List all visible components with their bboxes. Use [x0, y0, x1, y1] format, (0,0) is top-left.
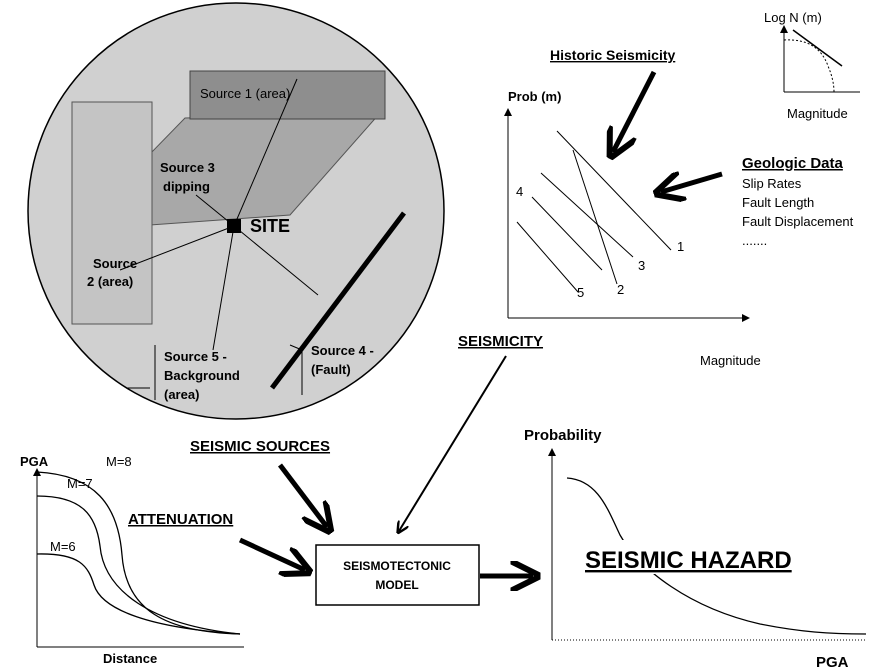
site-label: SITE — [250, 216, 290, 236]
model-box — [315, 544, 480, 606]
source4-label-line1: Source 4 - — [311, 343, 374, 358]
prob-line-1 — [556, 130, 672, 251]
source3-label-line2: dipping — [163, 179, 210, 194]
historic-seismicity-label: Historic Seismicity — [550, 47, 675, 63]
site-map: Source 1 (area) Source 3 dipping SITE So… — [27, 2, 445, 420]
recurrence-dashed-curve — [783, 39, 835, 93]
attenuation-label-m7: M=7 — [67, 476, 93, 491]
geologic-item-ellipsis: ....... — [742, 233, 767, 248]
prob-line-label-1: 1 — [677, 239, 684, 254]
arrow-historic-to-plot — [613, 70, 657, 152]
recurrence-inset: Log N (m) Magnitude — [764, 10, 860, 121]
source1-area — [189, 70, 386, 120]
hazard-curve — [566, 477, 867, 635]
prob-x-label: Magnitude — [700, 353, 761, 368]
source4-fault-line — [270, 211, 406, 390]
geologic-item-fault-displacement: Fault Displacement — [742, 214, 854, 229]
source4-bracket — [289, 344, 303, 395]
arrow-seismic-sources-to-model — [278, 463, 327, 527]
attenuation-label-m6: M=6 — [50, 539, 76, 554]
geologic-item-fault-length: Fault Length — [742, 195, 814, 210]
site-marker — [227, 219, 241, 233]
attenuation-y-label: PGA — [20, 454, 49, 469]
hazard-y-label: Probability — [524, 427, 602, 444]
source5-label-line2: Background — [164, 368, 240, 383]
source2-area — [71, 101, 153, 325]
prob-line-2 — [572, 149, 618, 285]
source1-label: Source 1 (area) — [200, 86, 290, 101]
prob-magnitude-plot: Historic Seismicity Prob (m) Magnitude 1… — [504, 47, 761, 368]
prob-line-3 — [540, 172, 634, 258]
prob-line-label-3: 3 — [638, 258, 645, 273]
attenuation-title: ATTENUATION — [128, 511, 233, 528]
source2-label-line1: Source — [93, 256, 137, 271]
seismic-sources-label: SEISMIC SOURCES — [190, 438, 330, 455]
model-label-line1: SEISMOTECTONIC — [343, 559, 451, 573]
ray-to-source2 — [119, 225, 235, 271]
geologic-data-title: Geologic Data — [742, 155, 844, 172]
arrow-seismicity-to-model — [399, 355, 507, 531]
source4-label-line2: (Fault) — [311, 362, 351, 377]
prob-line-5 — [516, 221, 579, 293]
arrow-geologic-to-plot — [661, 174, 723, 192]
source2-label-line2: 2 (area) — [87, 274, 133, 289]
source5-label-line3: (area) — [164, 387, 199, 402]
ray-to-source5 — [212, 225, 235, 351]
attenuation-plot: PGA Distance ATTENUATION M=8 M=7 M=6 — [20, 454, 244, 666]
geologic-item-slip-rates: Slip Rates — [742, 176, 802, 191]
seismotectonic-model: SEISMOTECTONIC MODEL — [315, 544, 480, 606]
hazard-plot: Probability PGA SEISMIC HAZARD — [524, 427, 867, 671]
prob-line-4 — [531, 196, 603, 271]
source3-label-line1: Source 3 — [160, 160, 215, 175]
attenuation-x-label: Distance — [103, 651, 157, 666]
prob-y-label: Prob (m) — [508, 89, 561, 104]
model-label-line2: MODEL — [375, 578, 418, 592]
flow-arrows — [238, 70, 723, 576]
hazard-x-label: PGA — [816, 654, 849, 671]
prob-line-label-4: 4 — [516, 184, 523, 199]
prob-line-label-2: 2 — [617, 282, 624, 297]
attenuation-label-m8: M=8 — [106, 454, 132, 469]
attenuation-curve-m7 — [36, 495, 241, 635]
hazard-title-bg — [584, 540, 808, 574]
recurrence-x-label: Magnitude — [787, 106, 848, 121]
prob-line-label-5: 5 — [577, 285, 584, 300]
hazard-title: SEISMIC HAZARD — [585, 547, 792, 574]
seismicity-label: SEISMICITY — [458, 333, 543, 350]
attenuation-curve-m8 — [36, 471, 241, 635]
arrow-attenuation-to-model — [238, 537, 305, 570]
ray-to-source4 — [233, 225, 319, 296]
ray-to-source1 — [233, 78, 298, 227]
recurrence-line — [792, 29, 843, 67]
attenuation-curve-m6 — [36, 553, 241, 635]
geologic-data: Geologic Data Slip Rates Fault Length Fa… — [742, 155, 854, 248]
source5-label-line1: Source 5 - — [164, 349, 227, 364]
recurrence-y-label: Log N (m) — [764, 10, 822, 25]
